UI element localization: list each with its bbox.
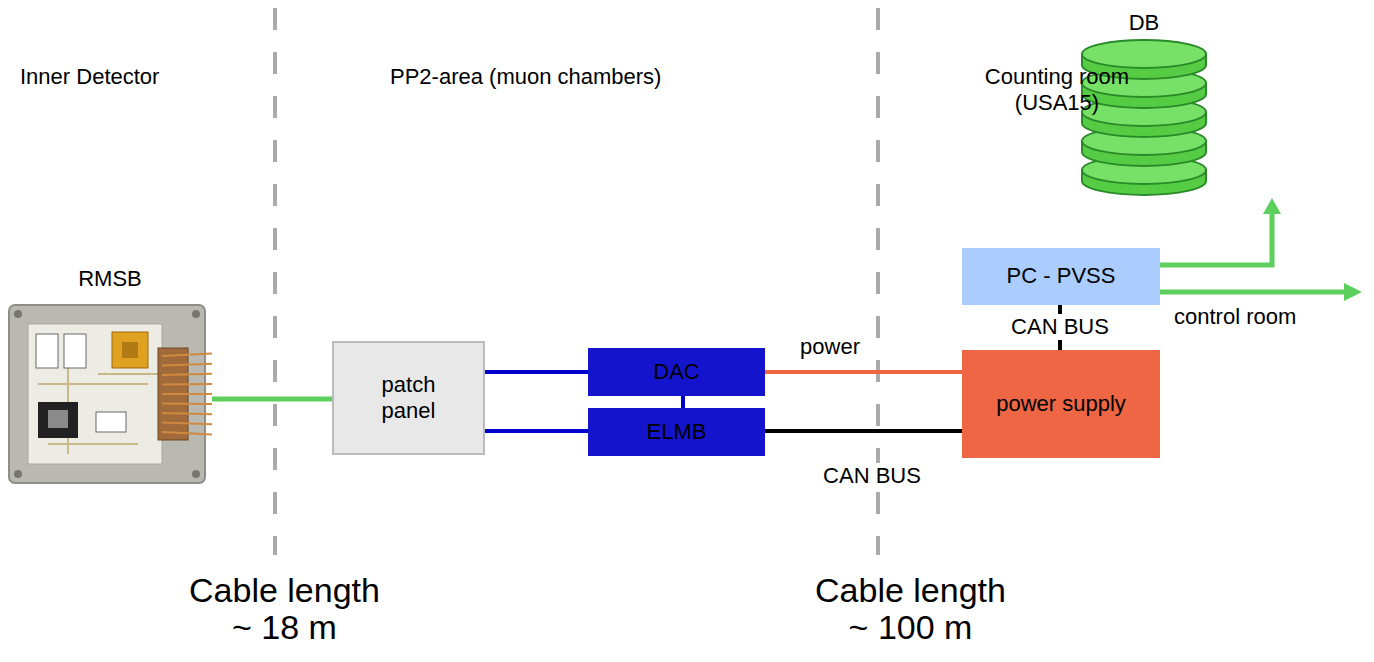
copper-wire [162, 423, 212, 425]
node-label: power supply [996, 391, 1126, 417]
connector [765, 429, 962, 433]
node-label: PC - PVSS [1007, 263, 1116, 289]
sensor-window [48, 410, 68, 428]
screw-hole [192, 310, 200, 318]
elmb-box: ELMB [588, 408, 765, 456]
control-room-arrow [1160, 290, 1346, 295]
component [64, 334, 86, 368]
node-label: DB [1078, 10, 1210, 36]
arrow-head [1263, 198, 1281, 214]
connector [681, 396, 685, 408]
pcb [28, 324, 162, 464]
sensor-board: RMSB [8, 266, 212, 486]
region-label: PP2-area (muon chambers) [390, 64, 690, 90]
connector [485, 429, 588, 433]
node-label: ELMB [647, 419, 707, 445]
copper-wire [162, 374, 212, 375]
node-label: DAC [653, 359, 699, 385]
connector [765, 370, 962, 374]
destination-label: control room [1174, 304, 1364, 330]
connector [1160, 210, 1272, 265]
copper-wire [162, 413, 212, 414]
dashed-divider [273, 8, 277, 555]
cable-length-note: Cable length ~ 18 m [182, 572, 387, 647]
patch-panel-box: patch panel [332, 341, 485, 455]
screw-hole [14, 470, 22, 478]
node-label: RMSB [8, 266, 212, 292]
copper-wire [162, 393, 212, 395]
rmsb-photo [8, 304, 212, 484]
copper-wire [162, 383, 212, 386]
node-label: patch panel [369, 372, 449, 425]
chip-core [122, 342, 138, 358]
arrow-head [1344, 283, 1362, 301]
pc-box: PC - PVSS [962, 248, 1160, 305]
cable-length-note: Cable length ~ 100 m [808, 572, 1013, 647]
screw-hole [192, 470, 200, 478]
copper-wire [162, 432, 212, 434]
dac-box: DAC [588, 348, 765, 396]
screw-hole [14, 310, 22, 318]
component [36, 334, 58, 368]
region-label: Counting room (USA15) [972, 64, 1142, 117]
copper-wire [162, 354, 212, 356]
region-label: Inner Detector [20, 64, 240, 90]
chip [112, 332, 148, 368]
sensor [38, 402, 78, 438]
edge-label: CAN BUS [820, 463, 924, 488]
power-supply-box: power supply [962, 350, 1160, 458]
connector [212, 397, 332, 402]
connector [485, 370, 588, 374]
copper-wire [162, 364, 212, 366]
edge-label: power [797, 334, 863, 359]
disk-top [1082, 40, 1206, 68]
copper-wire [162, 403, 212, 406]
component [96, 412, 126, 432]
database-symbol [1078, 38, 1210, 198]
edge-label: CAN BUS [1008, 314, 1112, 339]
